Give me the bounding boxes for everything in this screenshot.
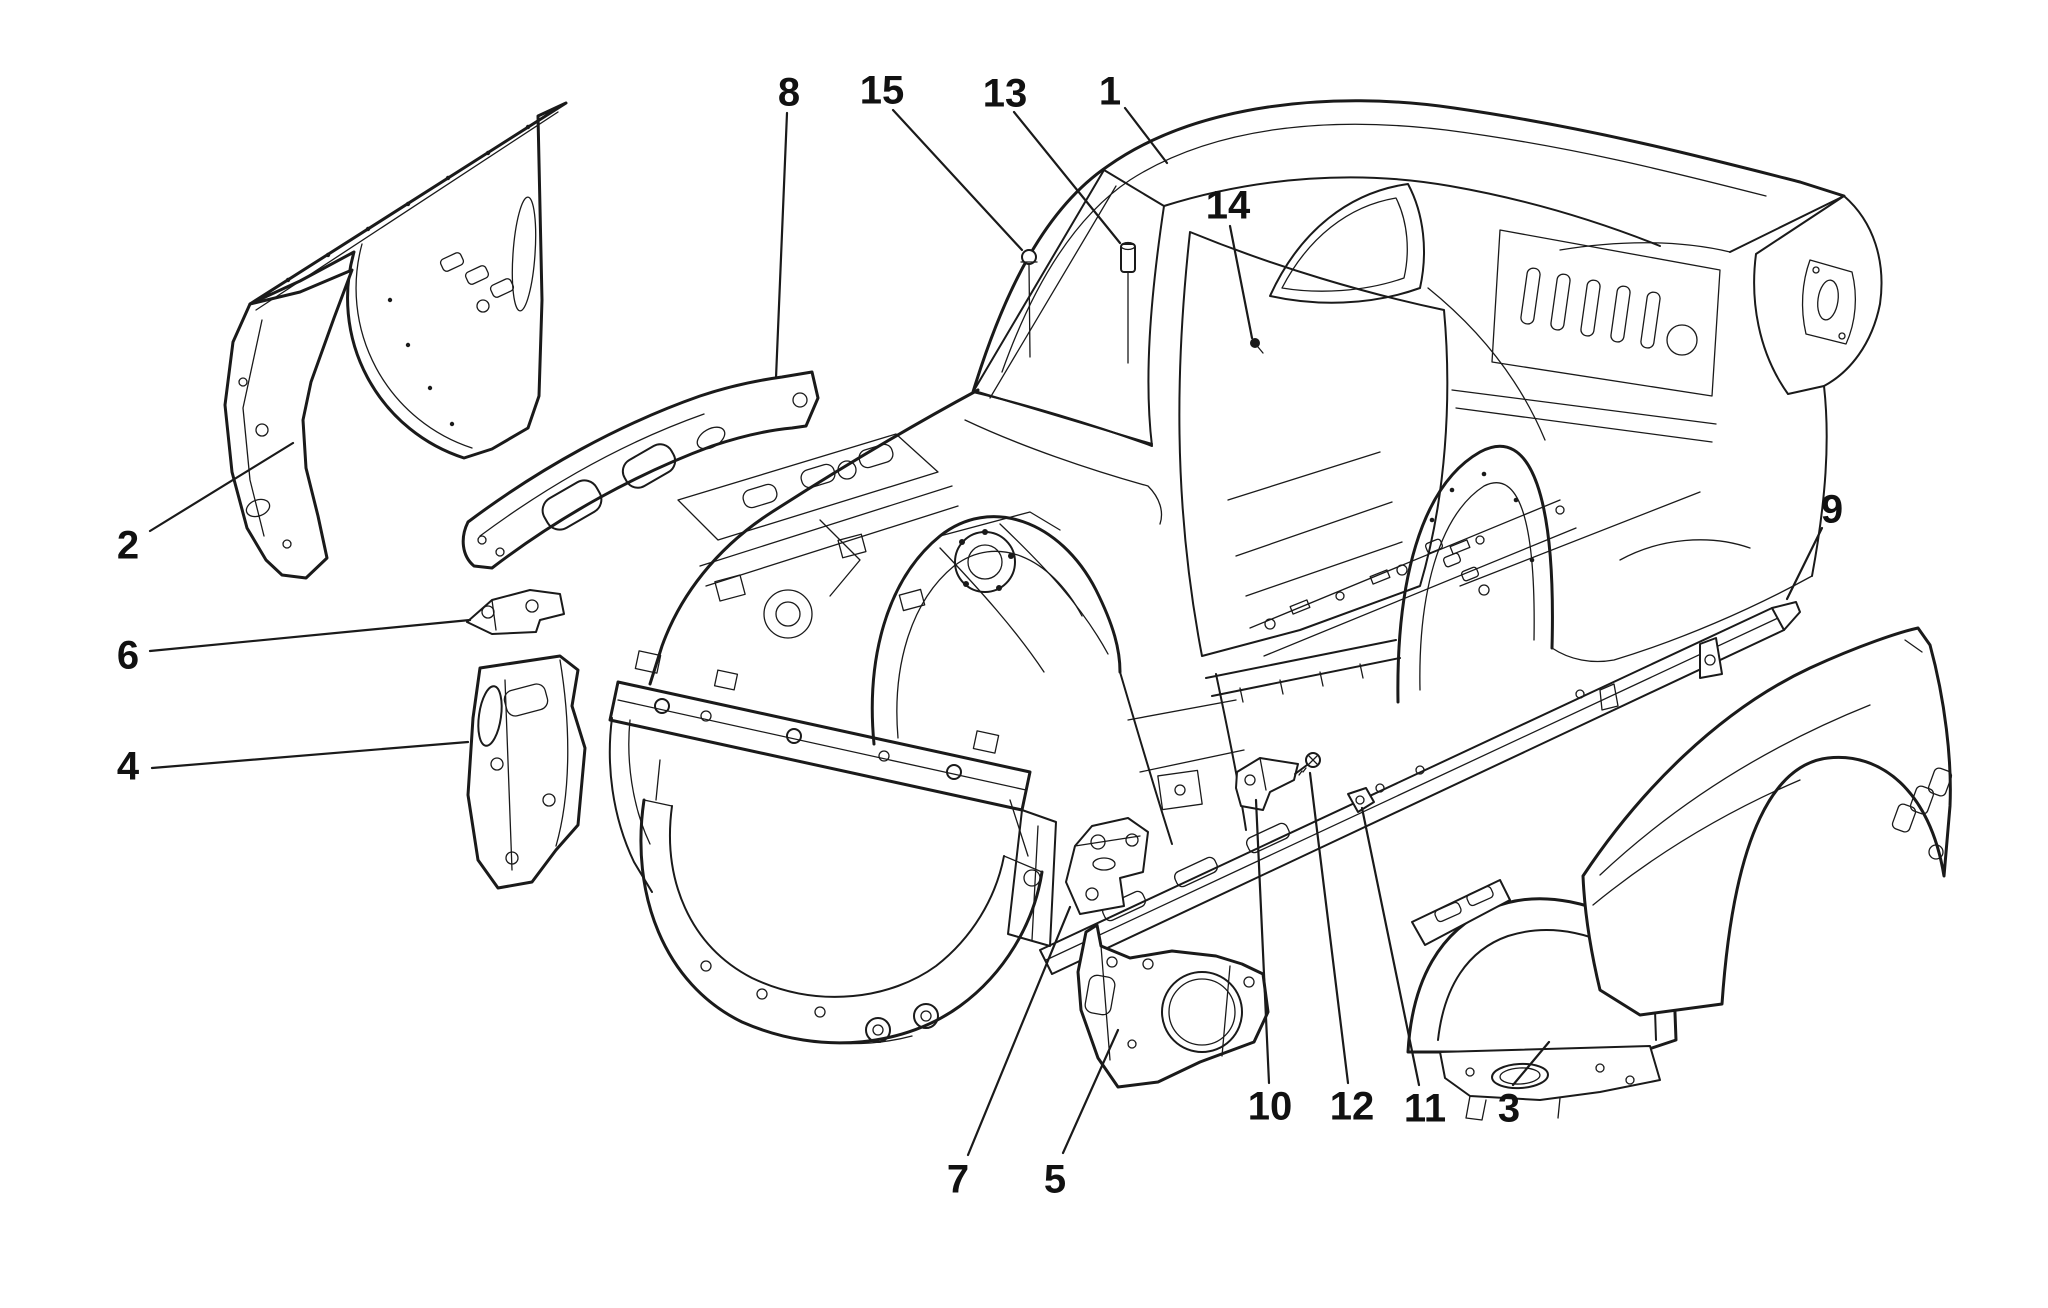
bracket-7 (1065, 817, 1149, 915)
callout-5: 5 (1044, 1028, 1120, 1201)
cowl-cross-member (461, 370, 820, 570)
callout-number-10: 10 (1248, 1084, 1293, 1128)
screw-12 (1294, 752, 1321, 776)
leader-line-13 (1012, 110, 1122, 245)
bracket-10 (1235, 757, 1299, 811)
callout-number-1: 1 (1099, 69, 1121, 113)
callout-9: 9 (1785, 487, 1843, 601)
callout-3: 3 (1498, 1040, 1551, 1130)
callout-number-3: 3 (1498, 1086, 1520, 1130)
callout-10: 10 (1248, 798, 1293, 1128)
leader-line-15 (891, 108, 1024, 252)
leader-line-10 (1254, 798, 1271, 1085)
leader-line-5 (1061, 1028, 1120, 1155)
callout-number-5: 5 (1044, 1157, 1066, 1201)
callout-6: 6 (117, 618, 472, 677)
callout-12: 12 (1308, 771, 1375, 1128)
bracket-6 (466, 589, 565, 635)
pin-15 (1020, 249, 1038, 358)
callout-1: 1 (1099, 69, 1169, 165)
callout-number-4: 4 (117, 744, 140, 788)
leader-line-8 (774, 111, 789, 380)
leader-line-3 (1511, 1040, 1551, 1087)
leader-line-2 (148, 441, 295, 533)
callout-number-7: 7 (947, 1157, 969, 1201)
wheelhouse-panel-5 (1076, 923, 1270, 1089)
leader-line-4 (150, 740, 470, 770)
leader-line-14 (1228, 224, 1254, 340)
rear-fender-group (1406, 626, 1953, 1121)
leader-line-9 (1785, 526, 1824, 601)
callout-2: 2 (117, 441, 295, 567)
leader-line-11 (1360, 806, 1421, 1087)
callout-number-8: 8 (778, 70, 800, 114)
callout-11: 11 (1360, 806, 1446, 1130)
callout-15: 15 (860, 68, 1024, 252)
leader-line-12 (1308, 771, 1350, 1085)
leader-line-7 (966, 905, 1072, 1157)
body-shell (648, 99, 1883, 845)
callout-8: 8 (774, 70, 800, 380)
callout-number-15: 15 (860, 68, 905, 112)
callout-number-11: 11 (1404, 1086, 1446, 1130)
callout-number-2: 2 (117, 523, 139, 567)
callout-number-6: 6 (117, 633, 139, 677)
clip-14 (1250, 338, 1264, 354)
plug-13 (1120, 241, 1136, 364)
callout-number-13: 13 (983, 71, 1028, 115)
callout-13: 13 (983, 71, 1122, 245)
callout-number-9: 9 (1821, 487, 1843, 531)
front-frame (608, 650, 1057, 1045)
callout-14: 14 (1206, 183, 1254, 340)
clip-11 (1347, 787, 1375, 813)
callout-number-14: 14 (1206, 183, 1251, 227)
sill-trim-strip (1039, 601, 1801, 975)
front-fender (223, 101, 568, 580)
callout-7: 7 (947, 905, 1072, 1201)
callout-4: 4 (117, 740, 470, 788)
panel-4 (466, 654, 587, 890)
leader-line-1 (1123, 106, 1169, 165)
leader-line-6 (148, 618, 472, 653)
callout-number-12: 12 (1330, 1084, 1375, 1128)
